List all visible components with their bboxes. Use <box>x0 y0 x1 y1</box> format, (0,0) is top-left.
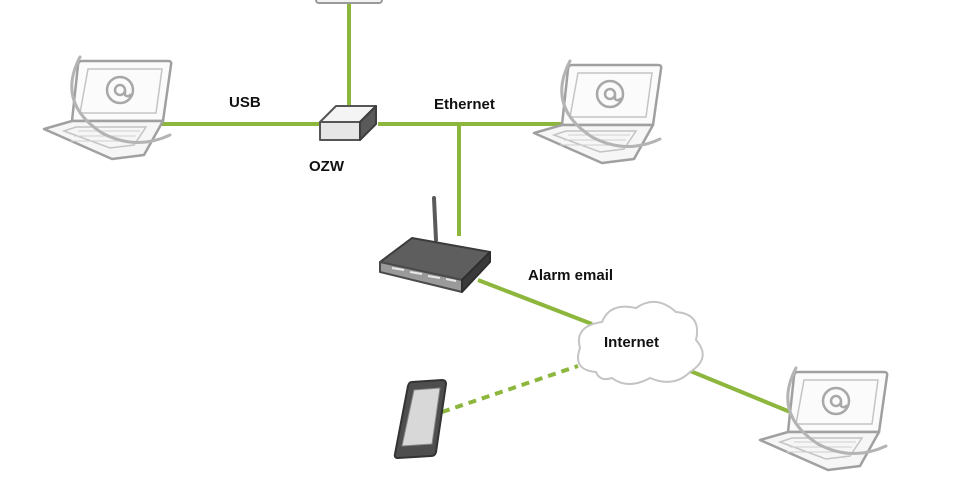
top-device-icon <box>315 0 383 4</box>
usb-label: USB <box>229 94 261 111</box>
ethernet-label: Ethernet <box>434 96 495 113</box>
internet-cloud-icon <box>577 301 704 385</box>
alarm-email-label: Alarm email <box>528 267 614 284</box>
phone-wireless-line <box>441 364 579 414</box>
internet-label: Internet <box>604 334 660 351</box>
internet-laptop-line <box>682 366 801 418</box>
smartphone-icon <box>393 379 447 459</box>
alarm-email-line <box>477 278 593 326</box>
laptop-email-icon <box>42 55 173 161</box>
connection-lines <box>160 0 801 418</box>
laptop-email-icon <box>532 59 663 165</box>
ozw-gateway-icon <box>319 105 377 141</box>
wifi-router-icon <box>379 196 491 293</box>
ozw-label: OZW <box>309 158 344 175</box>
laptop-email-icon <box>758 366 889 472</box>
